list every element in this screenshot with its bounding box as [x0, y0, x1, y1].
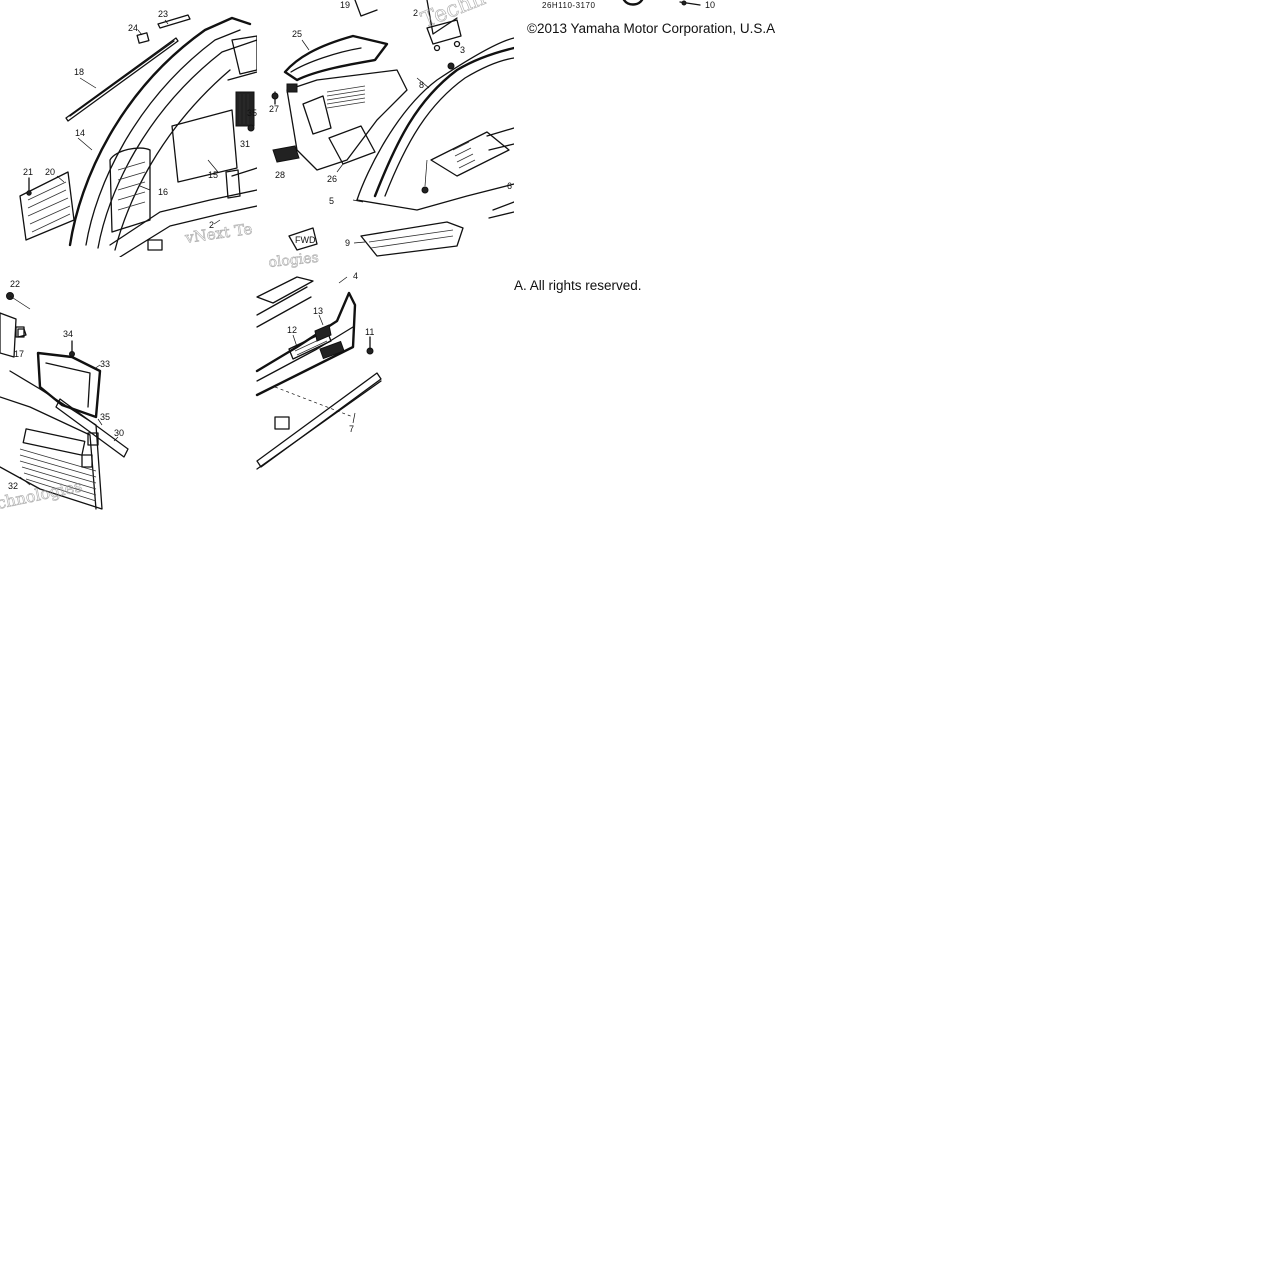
- fairing-lower-left-drawing: 23 24 18 14 21 20 16 15 31 35 2 vNext Te: [19, 9, 258, 258]
- diagram-tile-top-middle: FWD 19 2 25 27 3 8 28 26 5 9 6 Techn: [257, 0, 516, 257]
- callout-32: 32: [8, 481, 18, 491]
- callout-14: 14: [75, 128, 85, 138]
- callout-28: 28: [275, 170, 285, 180]
- front-cover-drawing: 4 13 12 11 7 ologies: [255, 249, 382, 470]
- callout-5: 5: [329, 196, 334, 206]
- diagram-tile-top-right: 26H110-3170 10 ©2013 Yamaha Motor Corpor…: [514, 0, 776, 257]
- callout-11: 11: [365, 327, 374, 337]
- copyright-notice: ©2013 Yamaha Motor Corporation, U.S.A: [527, 21, 776, 36]
- callout-12: 12: [287, 325, 297, 335]
- callout-19: 19: [340, 0, 350, 10]
- callout-10: 10: [705, 0, 715, 10]
- glove-box-assembly-drawing: 22 17 34 33 35 30 32 chnologies: [0, 279, 129, 513]
- diagram-tile-bottom-middle: 4 13 12 11 7 ologies: [255, 249, 514, 514]
- diagram-tile-top-left: 23 24 18 14 21 20 16 15 31 35 2 vNext Te: [0, 0, 258, 258]
- callout-35: 35: [100, 412, 110, 422]
- callout-23: 23: [158, 9, 168, 19]
- callout-26: 26: [327, 174, 337, 184]
- fwd-label: FWD: [295, 235, 316, 245]
- callout-16: 16: [158, 187, 168, 197]
- callout-2: 2: [209, 220, 214, 230]
- callout-21: 21: [23, 167, 33, 177]
- watermark-text: vNext Te: [183, 220, 253, 247]
- fairing-lower-right-drawing: FWD 19 2 25 27 3 8 28 26 5 9 6 Techn: [269, 0, 516, 257]
- callout-30: 30: [114, 428, 124, 438]
- drawing-code: 26H110-3170: [542, 1, 595, 10]
- watermark-text: Techn: [418, 0, 489, 34]
- watermark-text: ologies: [268, 250, 320, 271]
- callout-35: 35: [247, 108, 257, 118]
- callout-13: 13: [313, 306, 323, 316]
- diagram-tile-bottom-right: A. All rights reserved.: [514, 257, 771, 514]
- callout-25: 25: [292, 29, 302, 39]
- callout-6: 6: [507, 181, 512, 191]
- callout-20: 20: [45, 167, 55, 177]
- callout-33: 33: [100, 359, 110, 369]
- callout-4: 4: [353, 271, 358, 281]
- callout-27: 27: [269, 104, 279, 114]
- callout-18: 18: [74, 67, 84, 77]
- copyright-notice: A. All rights reserved.: [514, 278, 642, 293]
- callout-34: 34: [63, 329, 73, 339]
- callout-9: 9: [345, 238, 350, 248]
- callout-31: 31: [240, 139, 250, 149]
- callout-7: 7: [349, 424, 354, 434]
- diagram-tile-bottom-left: 22 17 34 33 35 30 32 chnologies: [0, 257, 257, 514]
- callout-24: 24: [128, 23, 138, 33]
- callout-17: 17: [14, 349, 24, 359]
- drawing-footer: 26H110-3170 10: [542, 0, 715, 10]
- callout-8: 8: [419, 80, 424, 90]
- callout-2: 2: [413, 8, 418, 18]
- callout-3: 3: [460, 45, 465, 55]
- callout-22: 22: [10, 279, 20, 289]
- callout-15: 15: [208, 170, 218, 180]
